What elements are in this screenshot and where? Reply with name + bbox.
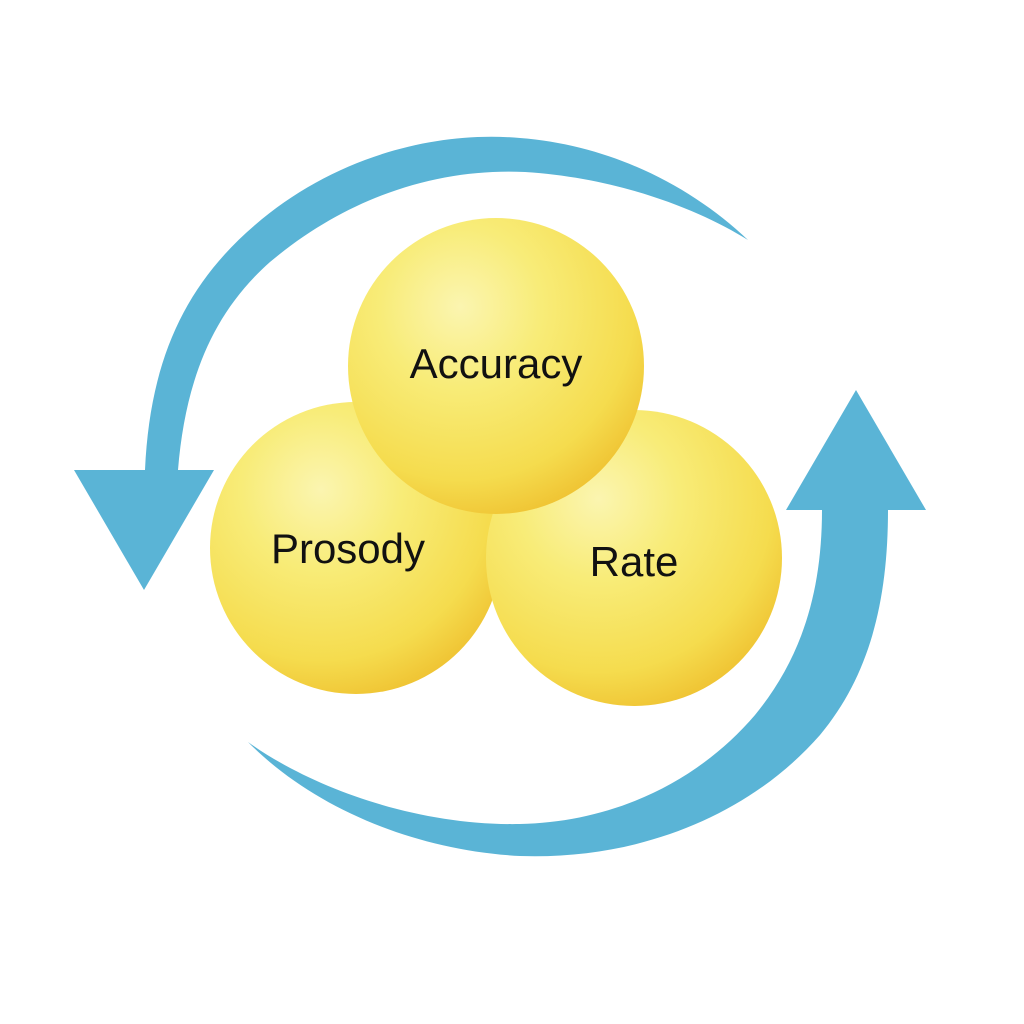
- right-arrowhead: [786, 390, 926, 510]
- left-arrowhead: [74, 470, 214, 590]
- right-arc-arrow: [248, 390, 926, 857]
- sphere-rate-label: Rate: [590, 538, 679, 585]
- left-arc-arrow-body: [145, 136, 748, 470]
- sphere-prosody-label: Prosody: [271, 525, 425, 572]
- sphere-accuracy-label: Accuracy: [410, 340, 583, 387]
- sphere-accuracy: Accuracy: [348, 218, 644, 514]
- right-arc-arrow-body: [248, 510, 888, 857]
- sphere-accuracy-ball: [348, 218, 644, 514]
- left-arc-arrow: [74, 136, 748, 590]
